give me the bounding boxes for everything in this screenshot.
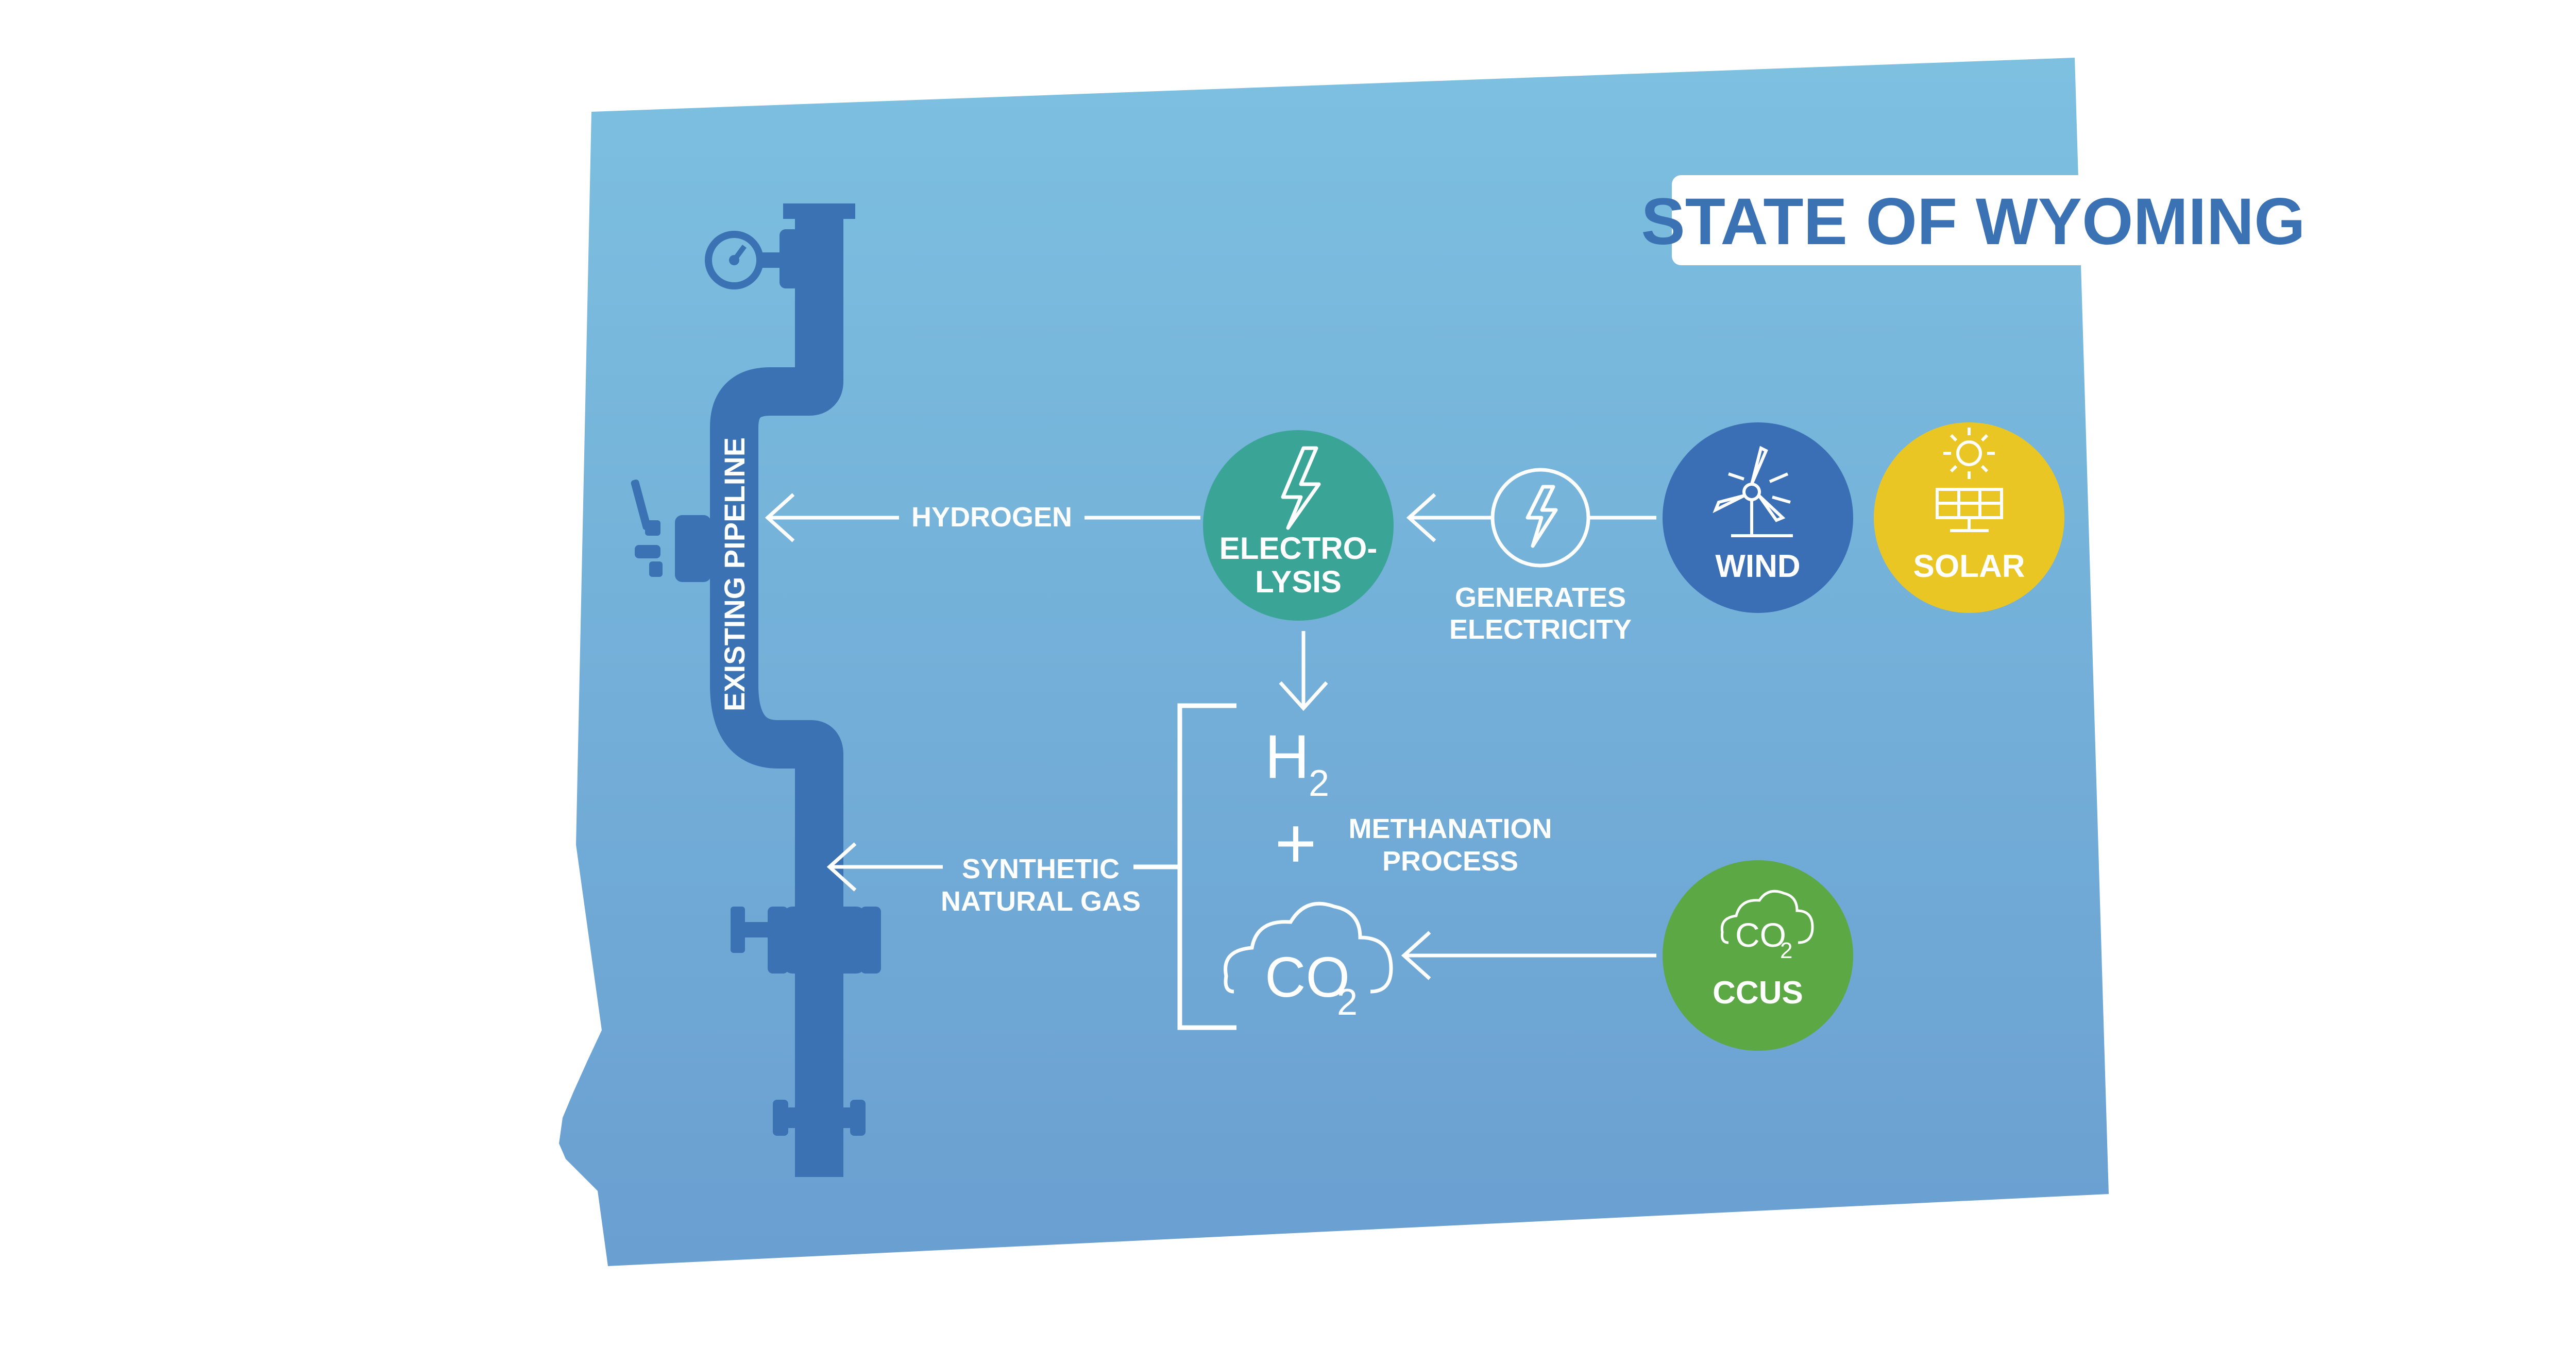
methanation-bracket xyxy=(1133,703,1236,1030)
wind-label: WIND xyxy=(1715,549,1800,584)
electrolysis-down-arrow xyxy=(1279,631,1328,711)
solar-label: SOLAR xyxy=(1913,549,2025,584)
electrolysis-node: ELECTRO- LYSIS xyxy=(1203,430,1394,621)
co2-formula: CO xyxy=(1265,946,1350,1009)
electricity-arrow xyxy=(1406,468,1656,568)
h2-subscript: 2 xyxy=(1309,763,1329,804)
pipeline-icon xyxy=(631,203,881,1177)
hydrogen-arrow xyxy=(765,493,1200,542)
wind-node: WIND xyxy=(1663,422,1853,613)
methanation-label-line1: METHANATION xyxy=(1349,813,1552,844)
synthetic-label-line2: NATURAL GAS xyxy=(941,886,1141,917)
cloud-icon xyxy=(1720,890,1814,944)
solar-node: SOLAR xyxy=(1874,422,2064,613)
synthetic-label-line1: SYNTHETIC xyxy=(962,854,1120,884)
title-box: STATE OF WYOMING xyxy=(1641,175,2306,265)
ccus-co2-subscript: 2 xyxy=(1780,938,1792,963)
hydrogen-label: HYDROGEN xyxy=(911,502,1072,533)
solar-panel-icon xyxy=(1936,428,2003,532)
methanation-label-line2: PROCESS xyxy=(1382,846,1518,877)
generates-label-line2: ELECTRICITY xyxy=(1449,614,1632,645)
co2-subscript: 2 xyxy=(1337,982,1358,1023)
lightning-bolt-icon xyxy=(1526,485,1558,548)
map-title: STATE OF WYOMING xyxy=(1641,185,2305,259)
plus-sign: + xyxy=(1275,803,1317,883)
ccus-co2-formula: CO xyxy=(1735,916,1786,954)
pipeline-label: EXISTING PIPELINE xyxy=(718,437,751,711)
h2-formula: H xyxy=(1265,722,1310,791)
pressure-gauge-icon xyxy=(705,231,788,289)
electrolysis-label-line2: LYSIS xyxy=(1255,565,1342,599)
ccus-arrow xyxy=(1401,931,1656,980)
wind-turbine-icon xyxy=(1713,446,1793,537)
electrolysis-label-line1: ELECTRO- xyxy=(1219,531,1378,566)
ccus-label: CCUS xyxy=(1713,975,1803,1011)
lightning-bolt-icon xyxy=(1281,446,1321,530)
ccus-node: CO 2 CCUS xyxy=(1663,860,1853,1051)
generates-label-line1: GENERATES xyxy=(1455,582,1626,613)
cloud-icon xyxy=(1224,901,1393,994)
synthetic-gas-arrow xyxy=(826,842,943,892)
